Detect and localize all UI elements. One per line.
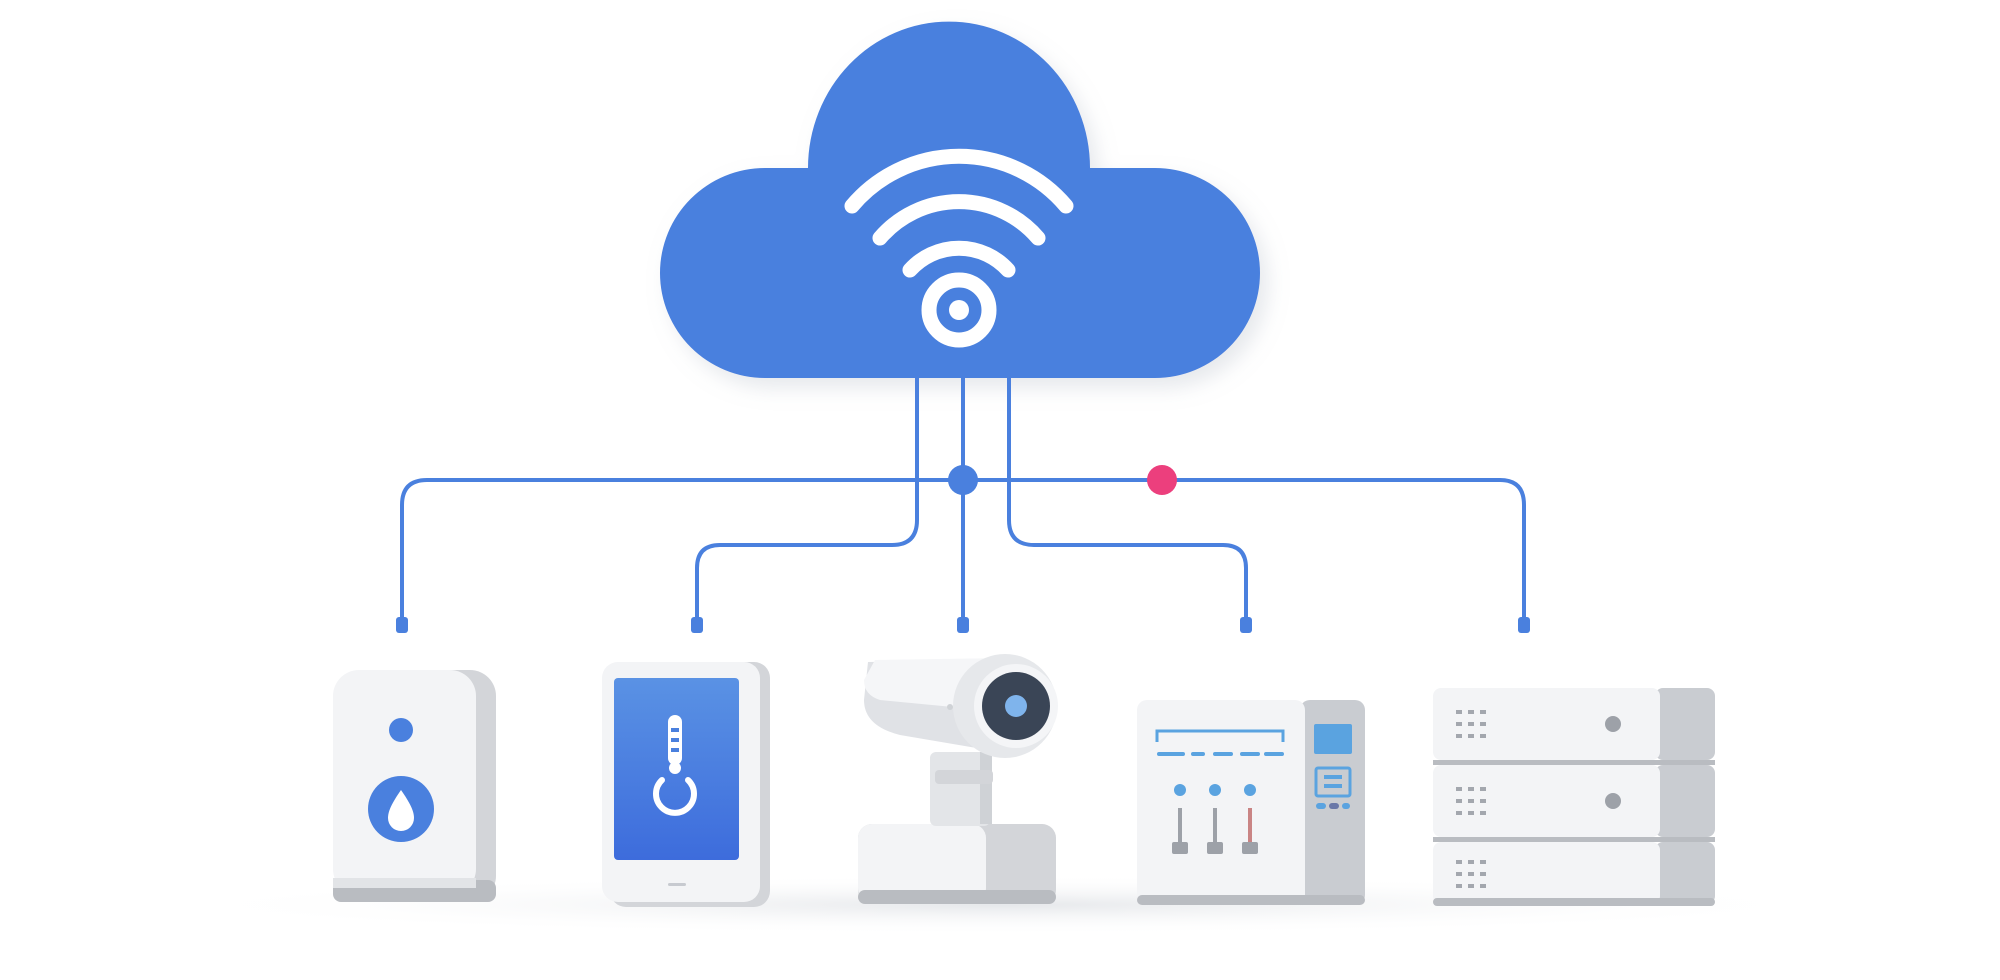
smart-tablet [602,662,770,907]
network-wires [400,378,1526,622]
alert-node [1147,465,1177,495]
wire-cloud-right [1007,378,1248,620]
security-camera [858,654,1058,904]
control-panel [1137,700,1365,905]
wifi-signal-icon [844,148,1074,348]
server-unit-icon [1433,688,1715,760]
wire-endpoints [396,617,1530,633]
wifi-dot [949,300,969,320]
server-rack [1433,688,1715,906]
thermostat-power-icon [653,715,697,816]
wire-cloud-left [695,378,919,620]
water-sensor [333,670,496,902]
server-unit-icon [1433,765,1715,837]
status-led [389,718,413,742]
hub-node [948,465,978,495]
server-unit-icon [1433,842,1715,904]
panel-indicators [1157,752,1284,756]
slider-controls-icon [1172,784,1258,854]
side-display [1314,724,1352,809]
floor-shadow [150,875,1850,935]
water-drop-icon [388,790,414,831]
